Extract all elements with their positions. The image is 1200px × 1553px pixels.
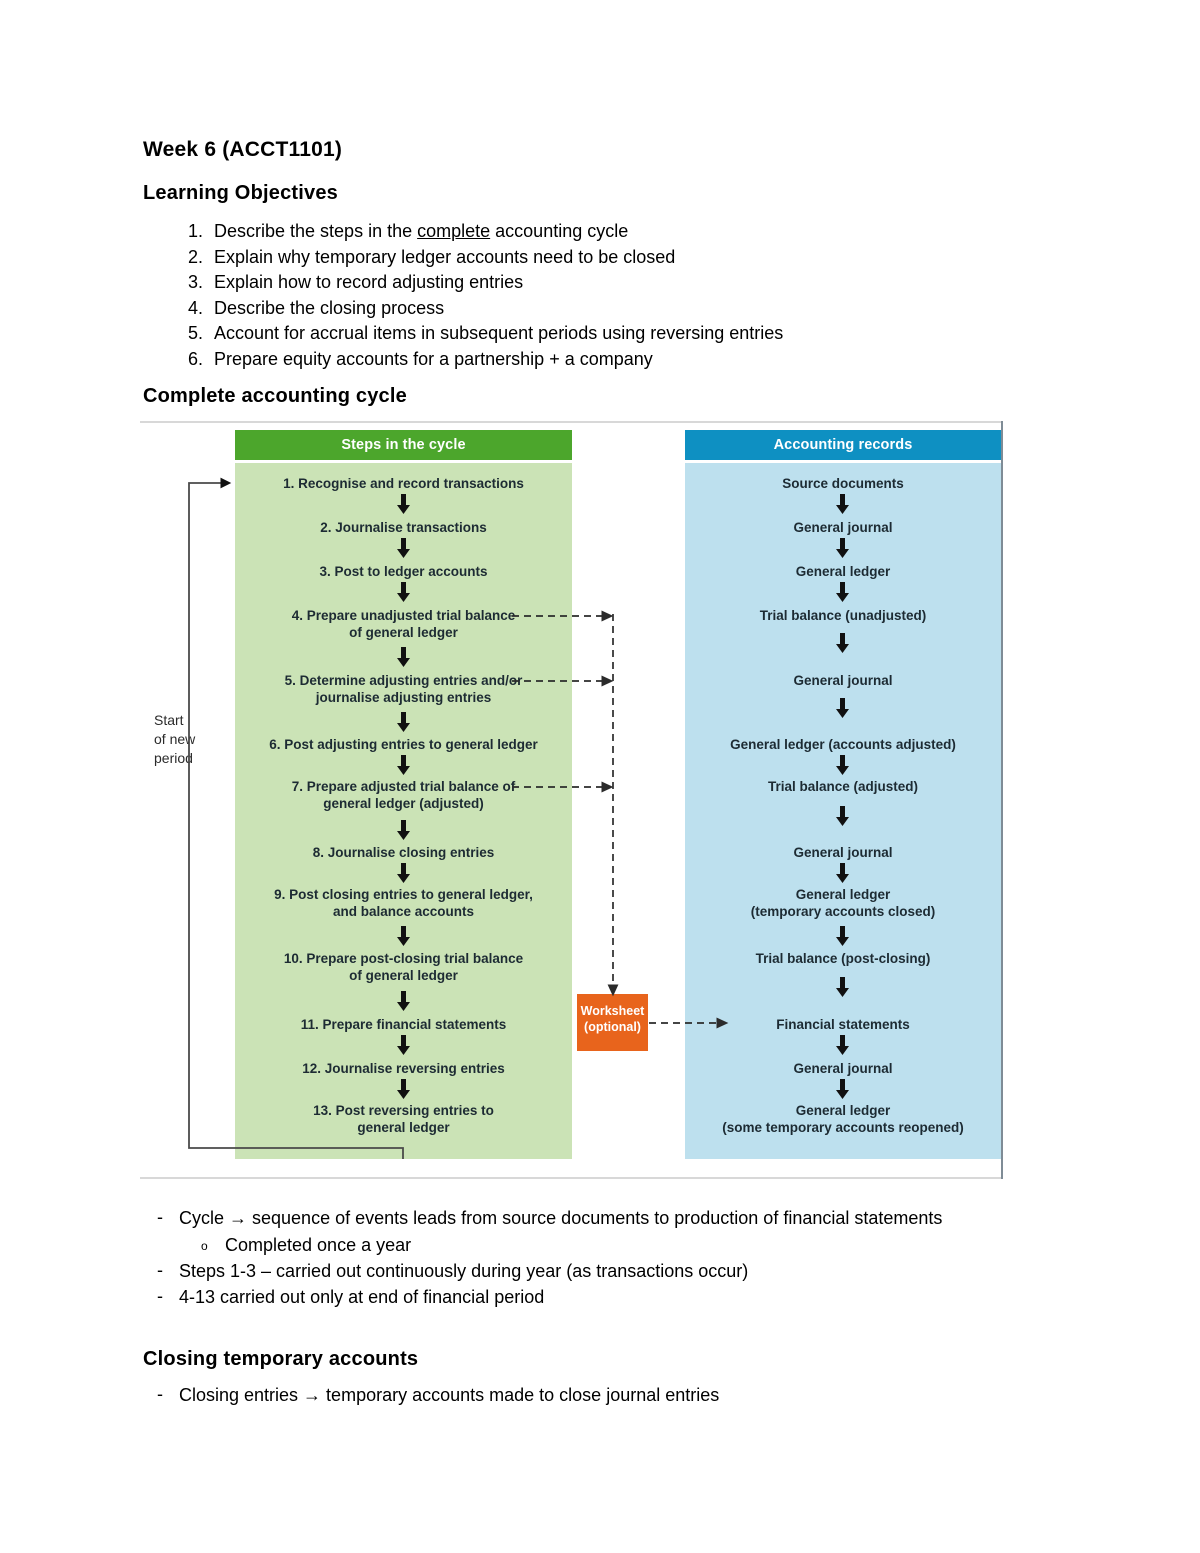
figure-bottom-rule	[140, 1177, 1003, 1179]
step-node-9: 9. Post closing entries to general ledge…	[274, 887, 533, 919]
record-node-9: General ledger(temporary accounts closed…	[750, 887, 936, 919]
figure-right-rule	[1001, 421, 1003, 1179]
learning-objectives-list: Describe the steps in the complete accou…	[178, 219, 783, 372]
step-node-1: 1. Recognise and record transactions	[283, 476, 524, 491]
record-node-8: General journal	[793, 845, 893, 860]
list-item: Describe the steps in the complete accou…	[208, 219, 783, 245]
record-node-2: General journal	[793, 520, 893, 535]
record-node-5: General journal	[793, 673, 893, 688]
record-node-3: General ledger	[795, 564, 891, 579]
cycle-notes-list: Cycle → sequence of events leads from so…	[143, 1205, 1073, 1311]
step-node-2: 2. Journalise transactions	[320, 520, 487, 535]
cycle-subnotes-list: Completed once a year	[179, 1233, 1073, 1259]
accounting-cycle-diagram: Steps in the cycle Accounting records St…	[140, 421, 1003, 1179]
record-node-11: Financial statements	[776, 1017, 910, 1032]
record-node-12: General journal	[793, 1061, 893, 1076]
cycle-note-text: Cycle → sequence of events leads from so…	[179, 1208, 943, 1228]
list-item: Steps 1-3 – carried out continuously dur…	[143, 1258, 1073, 1284]
closing-temporary-accounts-heading: Closing temporary accounts	[143, 1348, 419, 1370]
list-item: Prepare equity accounts for a partnershi…	[208, 347, 783, 373]
step-node-3: 3. Post to ledger accounts	[319, 564, 488, 579]
list-item: Describe the closing process	[208, 296, 783, 322]
complete-accounting-cycle-heading: Complete accounting cycle	[143, 385, 407, 407]
learning-objectives-heading: Learning Objectives	[143, 182, 338, 204]
record-node-13: General ledger(some temporary accounts r…	[722, 1103, 964, 1135]
list-item: Closing entries → temporary accounts mad…	[143, 1382, 1073, 1408]
list-item: Explain how to record adjusting entries	[208, 270, 783, 296]
list-item: Cycle → sequence of events leads from so…	[143, 1205, 1073, 1259]
list-item: Completed once a year	[179, 1233, 1073, 1259]
list-item: Explain why temporary ledger accounts ne…	[208, 245, 783, 271]
records-column-header: Accounting records	[685, 430, 1001, 460]
record-node-6: General ledger (accounts adjusted)	[730, 737, 956, 752]
record-node-1: Source documents	[782, 476, 904, 491]
step-node-8: 8. Journalise closing entries	[312, 845, 495, 860]
steps-column-header: Steps in the cycle	[235, 430, 572, 460]
list-item: 4-13 carried out only at end of financia…	[143, 1284, 1073, 1310]
record-node-4: Trial balance (unadjusted)	[759, 608, 927, 623]
page-title: Week 6 (ACCT1101)	[143, 138, 343, 161]
worksheet-optional-box: Worksheet(optional)	[577, 994, 648, 1051]
step-node-11: 11. Prepare financial statements	[300, 1017, 507, 1032]
closing-notes-list: Closing entries → temporary accounts mad…	[143, 1382, 1073, 1409]
list-item: Account for accrual items in subsequent …	[208, 321, 783, 347]
record-node-7: Trial balance (adjusted)	[767, 779, 919, 794]
figure-top-rule	[140, 421, 1003, 423]
step-node-12: 12. Journalise reversing entries	[302, 1061, 505, 1076]
step-node-6: 6. Post adjusting entries to general led…	[269, 737, 538, 752]
record-node-10: Trial balance (post-closing)	[755, 951, 931, 966]
